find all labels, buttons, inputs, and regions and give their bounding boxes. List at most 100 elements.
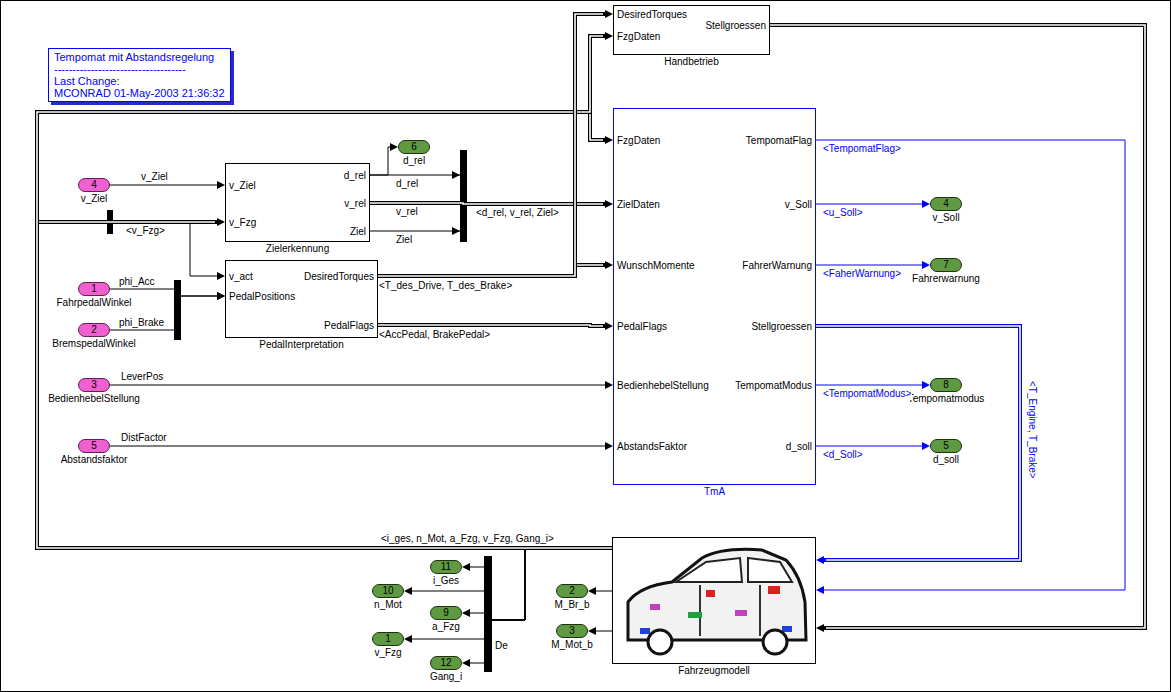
outport-block: 7Fahrerwarnung — [930, 258, 962, 272]
signal-line — [468, 548, 612, 620]
port-label: TempomatFlag — [746, 135, 812, 147]
port-name: v_Fzg — [374, 647, 401, 659]
port-number: 7 — [931, 259, 961, 271]
inport-block: 2BremspedalWinkel — [78, 323, 110, 337]
port-label: PedalFlags — [324, 320, 374, 332]
port-name: i_Ges — [433, 575, 459, 587]
port-number: 10 — [373, 585, 403, 597]
connector-path — [37, 222, 612, 548]
port-name: n_Mot — [374, 599, 402, 611]
port-number: 8 — [931, 379, 961, 391]
mux-bar — [460, 150, 467, 242]
connector-path — [816, 385, 924, 386]
connector-path — [468, 548, 612, 620]
port-number: 12 — [431, 657, 461, 669]
bus-inner-line — [37, 112, 612, 548]
port-number: 4 — [79, 179, 109, 191]
bus-signal-line — [37, 112, 612, 548]
connector-path — [816, 140, 1125, 590]
signal-name: De — [494, 640, 509, 652]
signal-name: v_rel — [395, 206, 419, 218]
car-illustration — [628, 549, 806, 654]
connector-path — [110, 446, 607, 447]
signal-line — [110, 446, 607, 447]
port-name: BedienhebelStellung — [48, 393, 140, 405]
signal-name: <AccPedal, BrakePedal> — [378, 329, 491, 341]
port-name: d_soll — [933, 454, 959, 466]
title-annotation: Tempomat mit Abstandsregelung-----------… — [48, 48, 231, 102]
connector-path — [110, 185, 219, 186]
signal-line — [110, 385, 607, 386]
outport-block: 10n_Mot — [372, 584, 404, 598]
port-label: FzgDaten — [617, 135, 660, 147]
port-number: 2 — [79, 324, 109, 336]
connector-path — [37, 222, 612, 548]
subsystem-block: v_Zielv_Fzgd_relv_relZielZielerkennung — [225, 163, 370, 242]
signal-name: DistFactor — [120, 432, 168, 444]
bus-inner-line — [770, 25, 1145, 628]
port-name: Gang_i — [430, 671, 462, 683]
signal-line — [594, 631, 612, 632]
signal-line — [468, 548, 612, 620]
connector-path — [594, 591, 612, 592]
subsystem-block: v_actPedalPositionsDesiredTorquesPedalFl… — [225, 260, 378, 338]
signal-line — [410, 548, 612, 620]
connector-path — [110, 289, 219, 296]
signal-line — [816, 265, 924, 266]
port-label: WunschMomente — [617, 260, 695, 272]
port-number: 11 — [431, 561, 461, 573]
block-name: Fahrzeugmodell — [678, 665, 750, 677]
bus-signal-line — [770, 25, 1145, 628]
port-label: v_act — [229, 271, 253, 283]
outport-block: 1v_Fzg — [372, 632, 404, 646]
connector-path — [410, 548, 612, 620]
connector-path — [370, 203, 607, 204]
port-label: v_Fzg — [229, 217, 256, 229]
port-label: Stellgroessen — [705, 20, 766, 32]
port-label: AbstandsFaktor — [617, 441, 687, 453]
signal-name: v_Ziel — [140, 171, 169, 183]
port-name: BremspedalWinkel — [52, 338, 135, 350]
port-label: DesiredTorques — [617, 9, 687, 21]
signal-name: phi_Brake — [118, 317, 165, 329]
connector-path — [378, 14, 607, 276]
outport-block: 2M_Br_b — [556, 584, 588, 598]
signal-line — [37, 222, 612, 548]
connector-path — [110, 385, 607, 386]
title-text: MCONRAD 01-May-2003 21:36:32 — [54, 87, 225, 99]
signal-name: phi_Acc — [118, 276, 156, 288]
outport-block: 9a_Fzg — [430, 606, 462, 620]
connector-path — [468, 548, 612, 663]
block-name: TmA — [704, 486, 725, 498]
subsystem-block: FzgDatenZielDatenWunschMomentePedalFlags… — [613, 108, 816, 485]
port-number: 5 — [931, 440, 961, 452]
connector-path — [468, 548, 612, 620]
port-label: v_Ziel — [229, 180, 256, 192]
bus-inner-line — [37, 222, 612, 548]
port-label: DesiredTorques — [304, 271, 374, 283]
signal-name: <T_des_Drive, T_des_Brake> — [378, 280, 513, 292]
port-number: 1 — [79, 283, 109, 295]
port-label: d_soll — [786, 441, 812, 453]
signal-name: <v_Fzg> — [125, 225, 166, 237]
outport-block: 3M_Mot_b — [556, 624, 588, 638]
port-name: Abstandsfaktor — [61, 454, 128, 466]
signal-line — [370, 231, 460, 232]
signal-line — [410, 548, 612, 639]
inport-block: 1FahrpedalWinkel — [78, 282, 110, 296]
port-label: v_rel — [344, 198, 366, 210]
signal-line — [816, 140, 1125, 590]
bus-signal-line — [378, 325, 607, 326]
port-label: FahrerWarnung — [742, 260, 812, 272]
connector-path — [410, 548, 612, 639]
connector-path — [816, 326, 1020, 560]
connector-path — [37, 112, 612, 548]
signal-line — [816, 446, 924, 447]
signal-name: <T_Engine, T_Brake> — [1026, 380, 1038, 480]
port-name: v_Ziel — [81, 193, 108, 205]
subsystem-block: DesiredTorquesFzgDatenStellgroessenHandb… — [613, 5, 770, 55]
outport-block: 8Tempomatmodus — [930, 378, 962, 392]
block-name: Handbetrieb — [664, 56, 718, 68]
connector-path — [770, 25, 1145, 628]
